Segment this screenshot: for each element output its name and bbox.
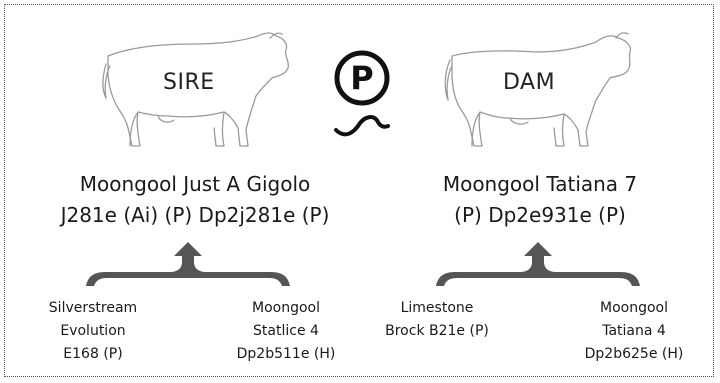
ancestor-line: Dp2b625e (H): [584, 346, 684, 362]
dam-sire: Limestone Brock B21e (P): [372, 297, 502, 343]
dam-parents-brace: [436, 242, 640, 286]
sire-sire: Silverstream Evolution E168 (P): [28, 297, 158, 366]
logo-letter: P: [350, 59, 373, 97]
ancestor-line: Brock B21e (P): [385, 323, 489, 339]
diagram-frame: [4, 4, 714, 377]
sire-cow-outline: [102, 32, 290, 147]
ancestor-line: Silverstream: [48, 300, 138, 316]
sire-label: SIRE: [163, 70, 215, 95]
sire-dam: Moongool Statlice 4 Dp2b511e (H): [222, 297, 350, 366]
ancestor-line: Evolution: [60, 323, 126, 339]
ancestor-line: Tatiana 4: [602, 323, 666, 339]
dam-label: DAM: [503, 70, 556, 95]
dam-name-line1: Moongool Tatiana 7: [442, 172, 638, 196]
ancestor-line: Statlice 4: [253, 323, 319, 339]
sire-name: Moongool Just A Gigolo J281e (Ai) (P) Dp…: [40, 169, 350, 231]
ancestor-line: Limestone: [400, 300, 474, 316]
ancestor-line: E168 (P): [63, 346, 123, 362]
dam-name: Moongool Tatiana 7 (P) Dp2e931e (P): [380, 169, 700, 231]
ancestor-line: Dp2b511e (H): [236, 346, 336, 362]
dam-name-line2: (P) Dp2e931e (P): [454, 203, 626, 227]
polled-p-logo: P: [334, 50, 390, 137]
ancestor-line: Moongool: [600, 300, 668, 316]
sire-name-line2: J281e (Ai) (P) Dp2j281e (P): [60, 203, 330, 227]
sire-name-line1: Moongool Just A Gigolo: [79, 172, 311, 196]
dam-cow-outline: [444, 32, 632, 147]
dam-dam: Moongool Tatiana 4 Dp2b625e (H): [566, 297, 702, 366]
ancestor-line: Moongool: [252, 300, 320, 316]
sire-parents-brace: [86, 242, 290, 286]
